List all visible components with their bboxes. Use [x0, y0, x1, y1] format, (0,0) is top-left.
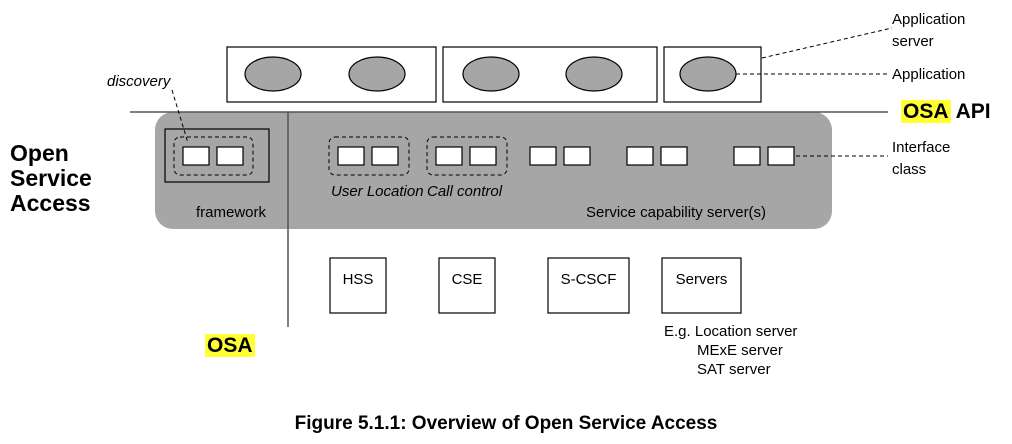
osa-api-highlight: OSA [901, 100, 951, 123]
s-cscf-box [547, 257, 630, 314]
osa-panel [155, 112, 832, 229]
application-ellipse [462, 56, 520, 92]
interface-square [563, 146, 591, 166]
application-server-pointer [761, 27, 893, 59]
interface-square [733, 146, 761, 166]
interface-square [767, 146, 795, 166]
framework-label: framework [196, 204, 267, 221]
side-title-line2: Service [10, 165, 92, 191]
annotation-lines [171, 27, 893, 157]
discovery-pointer [171, 89, 189, 144]
hss-box [329, 257, 387, 314]
osa-highlight: OSA [205, 334, 255, 357]
interface-square [435, 146, 463, 166]
interface-class-squares [182, 146, 795, 166]
interface-square [182, 146, 210, 166]
interface-class-label-line2: class [892, 161, 927, 178]
network-boxes [329, 257, 742, 314]
call-control-label: Call control [427, 183, 503, 200]
servers-box [661, 257, 742, 314]
application-ellipse [565, 56, 623, 92]
osa-api-label: OSA API [901, 100, 991, 123]
discovery-label: discovery [107, 73, 171, 90]
server-examples: E.g. Location server MExE server SAT ser… [664, 322, 797, 379]
service-capability-servers-label: Service capability server(s) [586, 204, 767, 221]
figure-caption: Figure 5.1.1: Overview of Open Service A… [294, 413, 718, 434]
hss-label: HSS [342, 271, 374, 288]
application-ellipse [348, 56, 406, 92]
application-server-label-line2: server [892, 33, 934, 50]
server-example: E.g. Location server [664, 323, 798, 340]
side-title-line1: Open [10, 140, 69, 166]
server-example: MExE server [697, 342, 783, 359]
interface-square [626, 146, 654, 166]
interface-square [371, 146, 399, 166]
servers-label: Servers [675, 271, 728, 288]
osa-label: OSA [205, 334, 255, 357]
server-example: SAT server [697, 361, 771, 378]
application-ellipses [244, 56, 737, 92]
framework-box [164, 128, 270, 183]
interface-class-label-line1: Interface [892, 139, 951, 156]
open-service-access-title: Open Service Access [10, 141, 92, 216]
application-server-label-line1: Application [892, 11, 966, 28]
osa-api-suffix: API [950, 100, 991, 123]
interface-square [469, 146, 497, 166]
interface-square [216, 146, 244, 166]
application-label: Application [892, 66, 966, 83]
s-cscf-label: S-CSCF [560, 271, 617, 288]
interface-square [660, 146, 688, 166]
side-title-line3: Access [10, 190, 91, 216]
application-ellipse [244, 56, 302, 92]
cse-label: CSE [451, 271, 483, 288]
interface-square [337, 146, 365, 166]
interface-square [529, 146, 557, 166]
user-location-label: User Location [331, 183, 424, 200]
cse-box [438, 257, 496, 314]
application-ellipse [679, 56, 737, 92]
